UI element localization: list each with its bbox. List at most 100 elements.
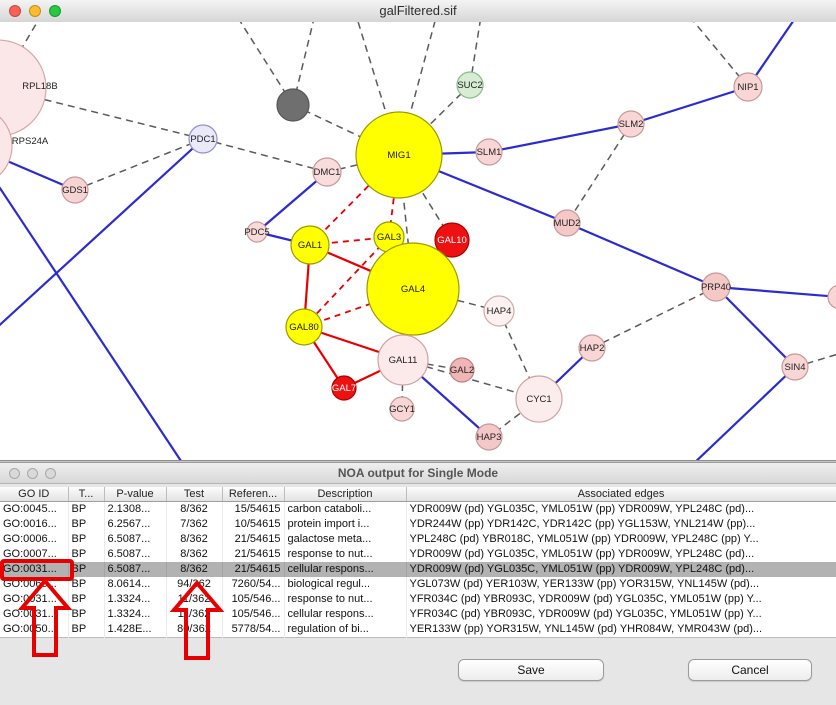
edge-SLM1-SLM2[interactable] <box>488 122 632 154</box>
node-GAL1[interactable] <box>290 225 330 265</box>
table-cell[interactable]: 6.5087... <box>104 532 167 547</box>
table-cell[interactable]: 5778/54... <box>222 622 285 638</box>
table-cell[interactable]: 80/362 <box>166 622 223 638</box>
table-cell[interactable]: 7/362 <box>166 517 223 532</box>
save-button[interactable]: Save <box>458 659 604 681</box>
node-GAL10[interactable] <box>434 222 470 258</box>
edge-SLM2-NIP1[interactable] <box>630 85 749 126</box>
table-cell[interactable]: 21/54615 <box>222 547 285 562</box>
edge-GAL4-GAL80[interactable] <box>303 288 414 328</box>
table-cell[interactable]: cellular respons... <box>284 607 407 622</box>
table-cell[interactable]: BP <box>68 577 105 592</box>
node-PDC1[interactable] <box>188 124 218 154</box>
node-NIP1[interactable] <box>733 72 763 102</box>
table-cell[interactable]: YFR034C (pd) YBR093C, YDR009W (pd) YGL03… <box>406 592 836 607</box>
table-cell[interactable]: response to nut... <box>284 547 407 562</box>
edge-PDC1-DMC1[interactable] <box>202 138 328 173</box>
table-cell[interactable]: 15/54615 <box>222 501 285 517</box>
table-cell[interactable]: response to nut... <box>284 592 407 607</box>
edge-DARK-_t2[interactable] <box>292 22 318 106</box>
close-button[interactable] <box>9 468 20 479</box>
table-cell[interactable]: YDR009W (pd) YGL035C, YML051W (pp) YDR00… <box>406 562 836 577</box>
table-cell[interactable]: GO:0006... <box>0 532 69 547</box>
table-cell[interactable]: 8.0614... <box>104 577 167 592</box>
table-cell[interactable]: YDR009W (pd) YGL035C, YML051W (pp) YDR00… <box>406 547 836 562</box>
edge-HAP4-CYC1[interactable] <box>498 310 540 400</box>
edge-DMC1-PDC5[interactable] <box>256 171 328 233</box>
node-unlabeled[interactable] <box>827 285 836 309</box>
node-GAL7[interactable] <box>331 375 357 401</box>
cancel-button[interactable]: Cancel <box>688 659 812 681</box>
table-cell[interactable]: 8/362 <box>166 501 223 517</box>
network-graph[interactable]: RPL18BRPS24AGDS1PDC1DMC1MIG1SUC2SLM1SLM2… <box>0 22 836 460</box>
table-cell[interactable]: regulation of bi... <box>284 622 407 638</box>
table-cell[interactable]: YPL248C (pd) YBR018C, YML051W (pp) YDR00… <box>406 532 836 547</box>
table-cell[interactable]: GO:0007... <box>0 547 69 562</box>
table-cell[interactable]: GO:0045... <box>0 501 69 517</box>
table-cell[interactable]: YDR244W (pp) YDR142C, YDR142C (pp) YGL15… <box>406 517 836 532</box>
table-cell[interactable]: GO:0031... <box>0 607 69 622</box>
table-cell[interactable]: GO:0031... <box>0 592 69 607</box>
table-cell[interactable]: cellular respons... <box>284 562 407 577</box>
table-cell[interactable]: 2.1308... <box>104 501 167 517</box>
node-HAP3[interactable] <box>475 423 503 451</box>
table-cell[interactable]: 1.3324... <box>104 607 167 622</box>
table-cell[interactable]: GO:0065... <box>0 577 69 592</box>
zoom-button[interactable] <box>49 5 61 17</box>
close-button[interactable] <box>9 5 21 17</box>
edge-NIP1-_t6[interactable] <box>690 22 749 88</box>
table-cell[interactable]: BP <box>68 562 105 577</box>
column-header-referen[interactable]: Referen... <box>222 487 285 502</box>
noa-window-titlebar[interactable]: NOA output for Single Mode <box>0 463 836 484</box>
table-cell[interactable]: BP <box>68 607 105 622</box>
edge-SLM2-MUD2[interactable] <box>566 123 632 224</box>
table-cell[interactable]: GO:0050... <box>0 622 69 638</box>
edge-PRP40-REDGE[interactable] <box>715 285 836 298</box>
node-RPS24A[interactable] <box>0 106 13 186</box>
table-cell[interactable]: 21/54615 <box>222 532 285 547</box>
table-cell[interactable]: 11/362 <box>166 592 223 607</box>
table-cell[interactable]: 1.3324... <box>104 592 167 607</box>
edge-SUC2-MIG1[interactable] <box>398 84 471 156</box>
edge-_tl-RPL18B[interactable] <box>0 22 48 88</box>
node-SLM1[interactable] <box>475 138 503 166</box>
edge-RPS24A-_b1[interactable] <box>0 146 185 460</box>
zoom-button[interactable] <box>45 468 56 479</box>
minimize-button[interactable] <box>27 468 38 479</box>
edge-HAP2-PRP40[interactable] <box>591 286 717 349</box>
node-RPL18B[interactable] <box>0 39 47 137</box>
network-window-titlebar[interactable]: galFiltered.sif <box>0 0 836 23</box>
table-cell[interactable]: protein import i... <box>284 517 407 532</box>
table-cell[interactable]: YFR034C (pd) YBR093C, YDR009W (pd) YGL03… <box>406 607 836 622</box>
column-header-associated-edges[interactable]: Associated edges <box>406 487 836 502</box>
table-cell[interactable]: GO:0031... <box>0 562 69 577</box>
node-SUC2[interactable] <box>456 71 484 99</box>
node-unlabeled[interactable] <box>276 88 310 122</box>
table-cell[interactable]: BP <box>68 517 105 532</box>
node-MIG1[interactable] <box>355 111 443 199</box>
table-cell[interactable]: YGL073W (pd) YER103W, YER133W (pp) YOR31… <box>406 577 836 592</box>
column-header-t[interactable]: T... <box>68 487 105 502</box>
node-GAL80[interactable] <box>285 308 323 346</box>
table-cell[interactable]: 7260/54... <box>222 577 285 592</box>
node-HAP2[interactable] <box>578 334 606 362</box>
node-DMC1[interactable] <box>312 157 342 187</box>
minimize-button[interactable] <box>29 5 41 17</box>
table-cell[interactable]: GO:0016... <box>0 517 69 532</box>
column-header-test[interactable]: Test <box>166 487 223 502</box>
table-cell[interactable]: 6.5087... <box>104 562 167 577</box>
table-cell[interactable]: BP <box>68 547 105 562</box>
table-cell[interactable]: 11/362 <box>166 607 223 622</box>
node-HAP4[interactable] <box>483 295 515 327</box>
edge-DARK-_t1[interactable] <box>228 22 294 106</box>
table-cell[interactable]: galactose meta... <box>284 532 407 547</box>
table-cell[interactable]: 6.2567... <box>104 517 167 532</box>
